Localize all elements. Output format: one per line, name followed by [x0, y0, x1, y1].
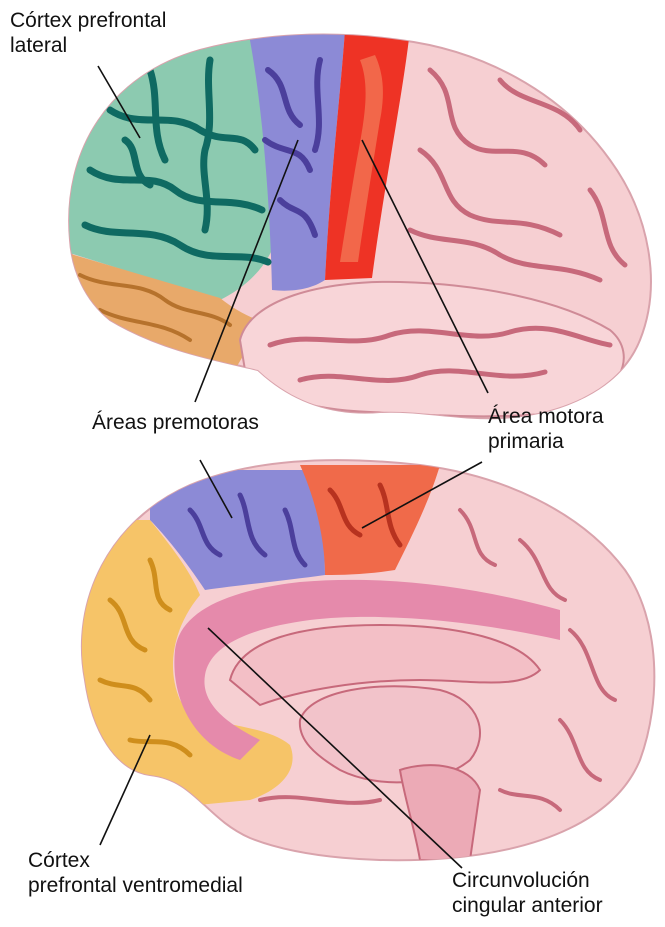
medial-brain [40, 460, 654, 860]
lateral-brain [40, 30, 651, 418]
label-motor: Área motora primaria [488, 404, 604, 454]
label-premotor: Áreas premotoras [92, 410, 259, 435]
label-cingulate: Circunvolución cingular anterior [452, 868, 603, 918]
label-lateral-pfc: Córtex prefrontal lateral [10, 8, 166, 58]
label-ventromedial-pfc: Córtex prefrontal ventromedial [28, 848, 243, 898]
